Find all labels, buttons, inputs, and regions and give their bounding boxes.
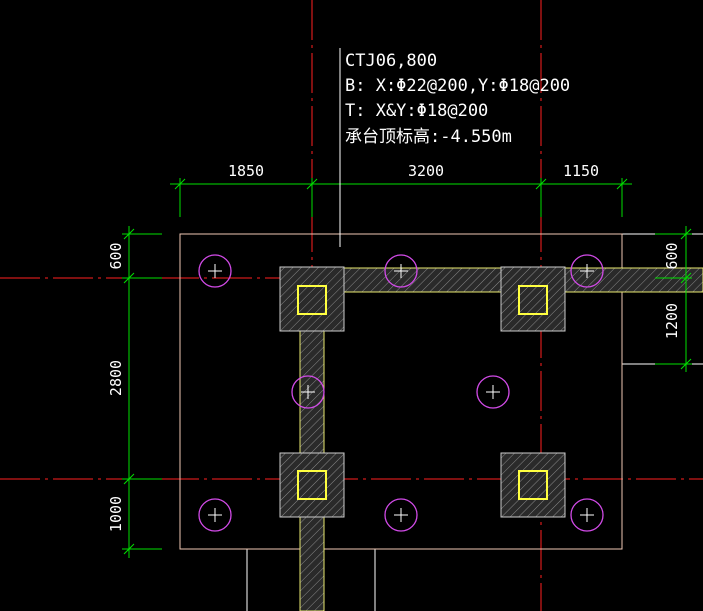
dimension-labels: 1850 3200 1150 600 2800 1000 600 1200 [107, 162, 681, 532]
column-3 [279, 452, 345, 518]
annotation-line-1: CTJ06,800 [345, 51, 437, 71]
pile-4 [291, 375, 325, 409]
dimension-lines [122, 178, 692, 558]
cap-annotation: CTJ06,800 B: X:Φ22@200,Y:Φ18@200 T: X&Y:… [345, 51, 570, 147]
piles [198, 254, 604, 532]
pile-1 [198, 254, 232, 288]
columns [279, 266, 566, 518]
column-4 [500, 452, 566, 518]
annotation-line-2: B: X:Φ22@200,Y:Φ18@200 [345, 76, 570, 96]
pile-2 [384, 254, 418, 288]
dim-right-1: 600 [663, 242, 681, 269]
annotation-line-4: 承台顶标高:-4.550m [345, 127, 512, 147]
dim-right-2: 1200 [663, 303, 681, 339]
pile-7 [384, 498, 418, 532]
column-2 [500, 266, 566, 332]
dim-top-3: 1150 [563, 162, 599, 180]
dim-left-3: 1000 [107, 496, 125, 532]
column-1 [279, 266, 345, 332]
dim-top-1: 1850 [228, 162, 264, 180]
pile-3 [570, 254, 604, 288]
dim-left-2: 2800 [107, 360, 125, 396]
dim-top-2: 3200 [408, 162, 444, 180]
pile-8 [570, 498, 604, 532]
pile-6 [198, 498, 232, 532]
dim-left-1: 600 [107, 242, 125, 269]
pile-cap-outline [179, 233, 623, 550]
annotation-line-3: T: X&Y:Φ18@200 [345, 101, 488, 121]
pile-5 [476, 375, 510, 409]
